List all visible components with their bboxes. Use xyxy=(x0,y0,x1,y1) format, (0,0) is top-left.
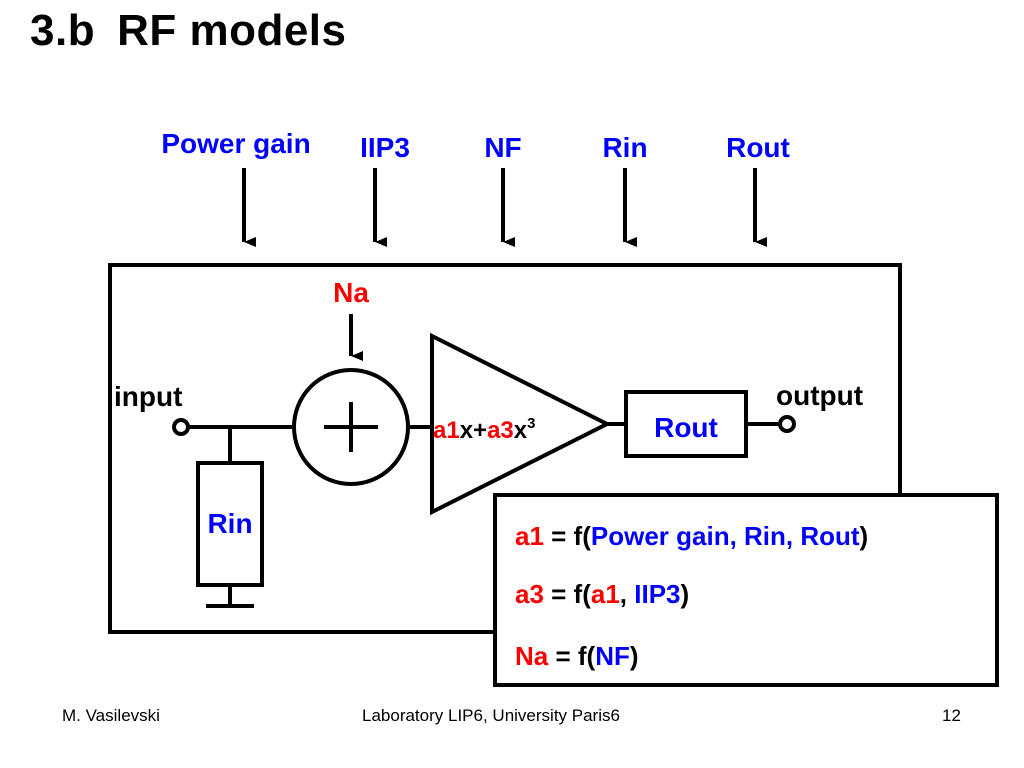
amplifier-triangle xyxy=(430,332,612,516)
amplifier-polynomial: a1x+a3x3 xyxy=(433,415,535,444)
param-rin: Rin xyxy=(602,132,647,163)
eq2-sep: , xyxy=(620,579,634,609)
equation-a3: a3 = f(a1, IIP3) xyxy=(515,579,689,609)
slide-title: 3.b RF models xyxy=(30,6,347,56)
input-terminal xyxy=(172,418,190,436)
eq1-lhs: a1 xyxy=(515,521,544,551)
slide-number: 3.b xyxy=(30,6,96,55)
poly-a3: a3 xyxy=(487,417,514,444)
poly-a1: a1 xyxy=(433,417,460,444)
param-iip3: IIP3 xyxy=(360,132,410,163)
noise-label: Na xyxy=(333,277,369,308)
equation-a1: a1 = f(Power gain, Rin, Rout) xyxy=(515,521,868,551)
eq2-arg2: IIP3 xyxy=(634,579,680,609)
eq3-eq: = f( xyxy=(548,641,595,671)
eq3-lhs: Na xyxy=(515,641,549,671)
output-terminal xyxy=(778,415,796,433)
eq2-eq: = f( xyxy=(544,579,591,609)
eq1-args: Power gain, Rin, Rout xyxy=(591,521,860,551)
rout-label: Rout xyxy=(654,412,718,443)
footer-page-number: 12 xyxy=(942,706,961,725)
poly-x1: x+ xyxy=(460,417,487,444)
poly-exponent: 3 xyxy=(527,415,535,432)
eq3-args: NF xyxy=(595,641,630,671)
output-label: output xyxy=(776,380,863,411)
equations-box xyxy=(493,493,999,687)
rin-label: Rin xyxy=(207,508,252,539)
eq1-eq: = f( xyxy=(544,521,591,551)
poly-x3: x xyxy=(514,417,528,444)
param-rout: Rout xyxy=(726,132,790,163)
slide-title-text: RF models xyxy=(117,6,347,55)
summing-node xyxy=(292,368,410,486)
param-nf: NF xyxy=(484,132,521,163)
parameter-arrows xyxy=(242,168,767,247)
footer-lab: Laboratory LIP6, University Paris6 xyxy=(362,706,620,725)
eq2-arg1: a1 xyxy=(591,579,620,609)
eq2-lhs: a3 xyxy=(515,579,544,609)
footer-author: M. Vasilevski xyxy=(62,706,160,725)
eq2-close: ) xyxy=(681,579,690,609)
input-label: input xyxy=(114,381,182,412)
eq3-close: ) xyxy=(630,641,639,671)
eq1-close: ) xyxy=(860,521,869,551)
param-power-gain: Power gain xyxy=(161,128,310,159)
equation-na: Na = f(NF) xyxy=(515,641,639,671)
